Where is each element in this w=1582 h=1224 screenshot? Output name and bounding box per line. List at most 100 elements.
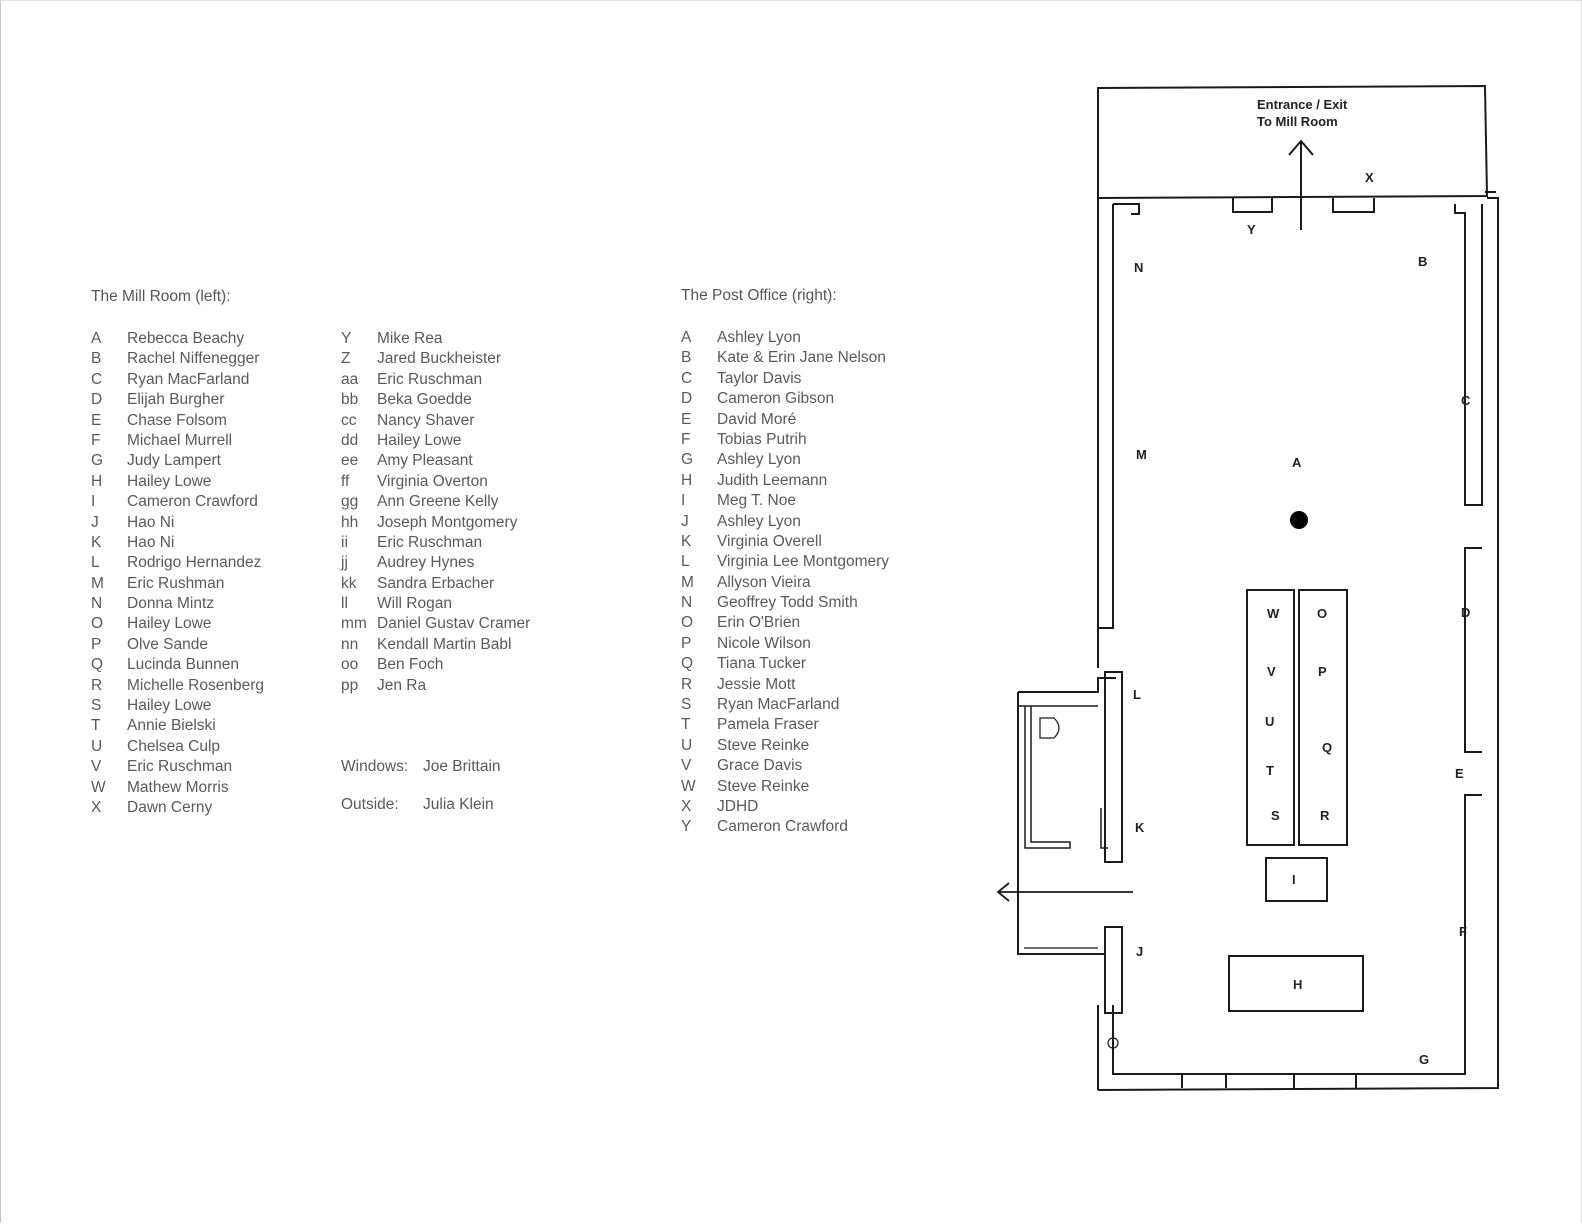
legend-key: V	[681, 757, 692, 775]
legend-entry: L Virginia Lee Montgomery	[681, 552, 889, 572]
entrance-label-line-2: To Mill Room	[1257, 114, 1338, 129]
legend-artist-name: Dawn Cerny	[127, 798, 213, 816]
legend-artist-name: Rachel Niffenegger	[127, 350, 260, 368]
legend-key: Q	[91, 656, 104, 674]
legend-artist-name: Annie Bielski	[127, 717, 216, 735]
legend-artist-name: Allyson Vieira	[717, 573, 811, 591]
legend-artist-name: Rebecca Beachy	[127, 330, 245, 347]
legend-key: V	[91, 758, 102, 776]
legend-artist-name: Tiana Tucker	[717, 655, 807, 673]
legend-key: X	[91, 798, 102, 816]
plan-label-v: V	[1267, 664, 1276, 679]
legend-key: L	[91, 554, 100, 572]
legend-key: E	[681, 410, 692, 428]
legend-artist-name: Ashley Lyon	[717, 512, 801, 530]
table-h	[1228, 955, 1364, 1012]
legend-artist-name: Mathew Morris	[127, 778, 229, 796]
plan-label-n: N	[1134, 260, 1143, 275]
legend-entry: ll Will Rogan	[341, 594, 530, 614]
legend-key: O	[91, 615, 104, 633]
legend-key: S	[91, 697, 102, 715]
windows-credit: Windows:Joe Brittain	[341, 758, 501, 776]
legend-key: gg	[341, 493, 359, 511]
plan-label-l: L	[1133, 687, 1141, 702]
plan-label-e: E	[1455, 766, 1464, 781]
legend-key: E	[91, 411, 102, 429]
legend-artist-name: Grace Davis	[717, 757, 803, 775]
legend-artist-name: Cameron Gibson	[717, 390, 835, 408]
inner-wall-east-upper	[1454, 204, 1483, 506]
legend-key: ii	[341, 533, 348, 551]
legend-entry: A Rebecca Beachy	[91, 329, 264, 349]
legend-key: ee	[341, 452, 359, 470]
legend-artist-name: Virginia Overell	[717, 532, 822, 550]
legend-key: Y	[341, 330, 352, 347]
legend-artist-name: Geoffrey Todd Smith	[717, 594, 858, 612]
legend-artist-name: Erin O'Brien	[717, 614, 801, 632]
legend-entry: V Eric Ruschman	[91, 757, 264, 777]
legend-key: hh	[341, 513, 359, 531]
legend-key: ll	[341, 595, 348, 613]
legend-key: A	[681, 329, 692, 346]
legend-artist-name: Eric Ruschman	[127, 758, 233, 776]
plan-label-y: Y	[1247, 222, 1256, 237]
legend-key: K	[681, 532, 692, 550]
legend-artist-name: Judith Leemann	[717, 471, 828, 489]
annex-top-wall	[1018, 677, 1116, 693]
legend-key: nn	[341, 635, 359, 653]
plan-label-k: K	[1135, 820, 1145, 835]
legend-artist-name: Steve Reinke	[717, 736, 810, 754]
legend-key: G	[681, 451, 694, 469]
legend-key: U	[91, 737, 103, 755]
legend-key: L	[681, 553, 690, 571]
legend-artist-name: Ryan MacFarland	[127, 370, 250, 388]
legend-entry: X Dawn Cerny	[91, 798, 264, 818]
plan-label-g: G	[1419, 1052, 1429, 1067]
legend-artist-name: Audrey Hynes	[377, 554, 475, 572]
legend-artist-name: Donna Mintz	[127, 595, 215, 613]
plan-label-r: R	[1320, 808, 1330, 823]
legend-artist-name: Beka Goedde	[377, 391, 472, 409]
legend-key: A	[91, 330, 102, 347]
legend-artist-name: Chase Folsom	[127, 411, 227, 429]
side-exit-arrow	[996, 882, 1133, 902]
plan-label-o: O	[1317, 606, 1327, 621]
legend-artist-name: JDHD	[717, 797, 759, 815]
legend-artist-name: Virginia Lee Montgomery	[717, 553, 890, 571]
legend-key: jj	[341, 554, 348, 572]
legend-artist-name: Steve Reinke	[717, 777, 810, 795]
legend-entry: jj Audrey Hynes	[341, 553, 530, 573]
floor-drain	[1107, 1037, 1119, 1049]
legend-artist-name: Will Rogan	[377, 595, 452, 613]
legend-artist-name: Hao Ni	[127, 533, 175, 551]
plan-label-u: U	[1265, 714, 1274, 729]
north-window-1	[1232, 198, 1273, 213]
